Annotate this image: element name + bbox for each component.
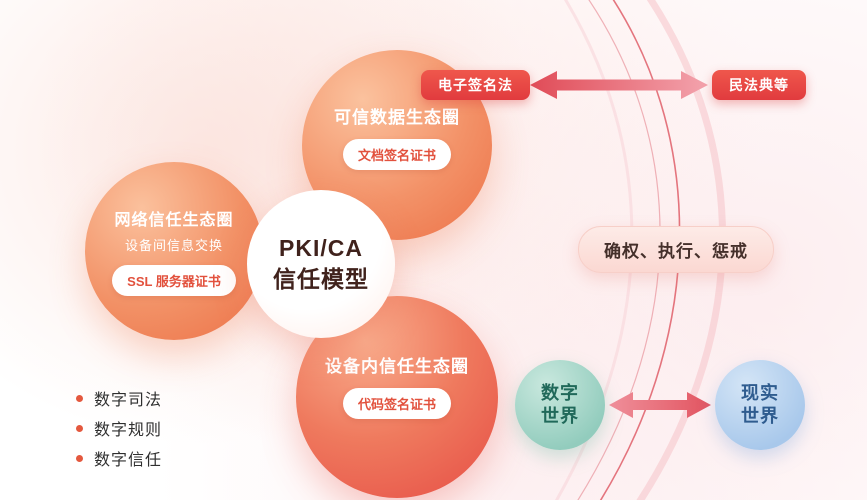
digital-world-circle: 数字 世界 xyxy=(515,360,605,450)
bullet-label-digital-rules: 数字规则 xyxy=(94,422,163,439)
pki-ca-center-label: PKI/CA 信任模型 xyxy=(273,234,369,292)
rights-enforcement-pill: 确权、执行、惩戒 xyxy=(578,226,774,273)
device-trust-ecosystem-title: 设备内信任生态圈 xyxy=(325,356,469,376)
law-double-arrow xyxy=(530,71,708,99)
network-trust-ecosystem-subtitle: 设备间信息交换 xyxy=(124,238,223,253)
real-world-circle: 现实 世界 xyxy=(715,360,805,450)
trusted-data-ecosystem-title: 可信数据生态圈 xyxy=(334,107,460,127)
network-trust-ecosystem-content: 网络信任生态圈 设备间信息交换 SSL 服务器证书 xyxy=(112,206,236,296)
bullet-dot-icon xyxy=(76,394,83,402)
code-signing-cert-badge: 代码签名证书 xyxy=(342,387,451,419)
network-trust-ecosystem-title: 网络信任生态圈 xyxy=(114,212,234,229)
document-signing-cert-badge: 文档签名证书 xyxy=(342,138,451,170)
list-item: 数字规则 xyxy=(76,413,162,443)
civil-code-pill: 民法典等 xyxy=(712,70,806,100)
ssl-server-cert-badge: SSL 服务器证书 xyxy=(112,265,236,296)
bullet-label-digital-trust: 数字信任 xyxy=(94,452,163,469)
bullet-label-digital-justice: 数字司法 xyxy=(94,392,163,409)
list-item: 数字司法 xyxy=(76,383,162,413)
bullet-list: 数字司法 数字规则 数字信任 xyxy=(76,383,162,473)
network-trust-ecosystem-circle: 网络信任生态圈 设备间信息交换 SSL 服务器证书 xyxy=(85,162,263,340)
bullet-dot-icon xyxy=(76,424,83,432)
bullet-dot-icon xyxy=(76,454,83,462)
device-trust-ecosystem-content: 设备内信任生态圈 代码签名证书 xyxy=(325,352,469,419)
pki-ca-center-circle: PKI/CA 信任模型 xyxy=(247,190,395,338)
worlds-double-arrow xyxy=(609,392,711,418)
esignature-law-pill: 电子签名法 xyxy=(421,70,530,100)
trusted-data-ecosystem-content: 可信数据生态圈 文档签名证书 xyxy=(334,103,460,170)
list-item: 数字信任 xyxy=(76,443,162,473)
